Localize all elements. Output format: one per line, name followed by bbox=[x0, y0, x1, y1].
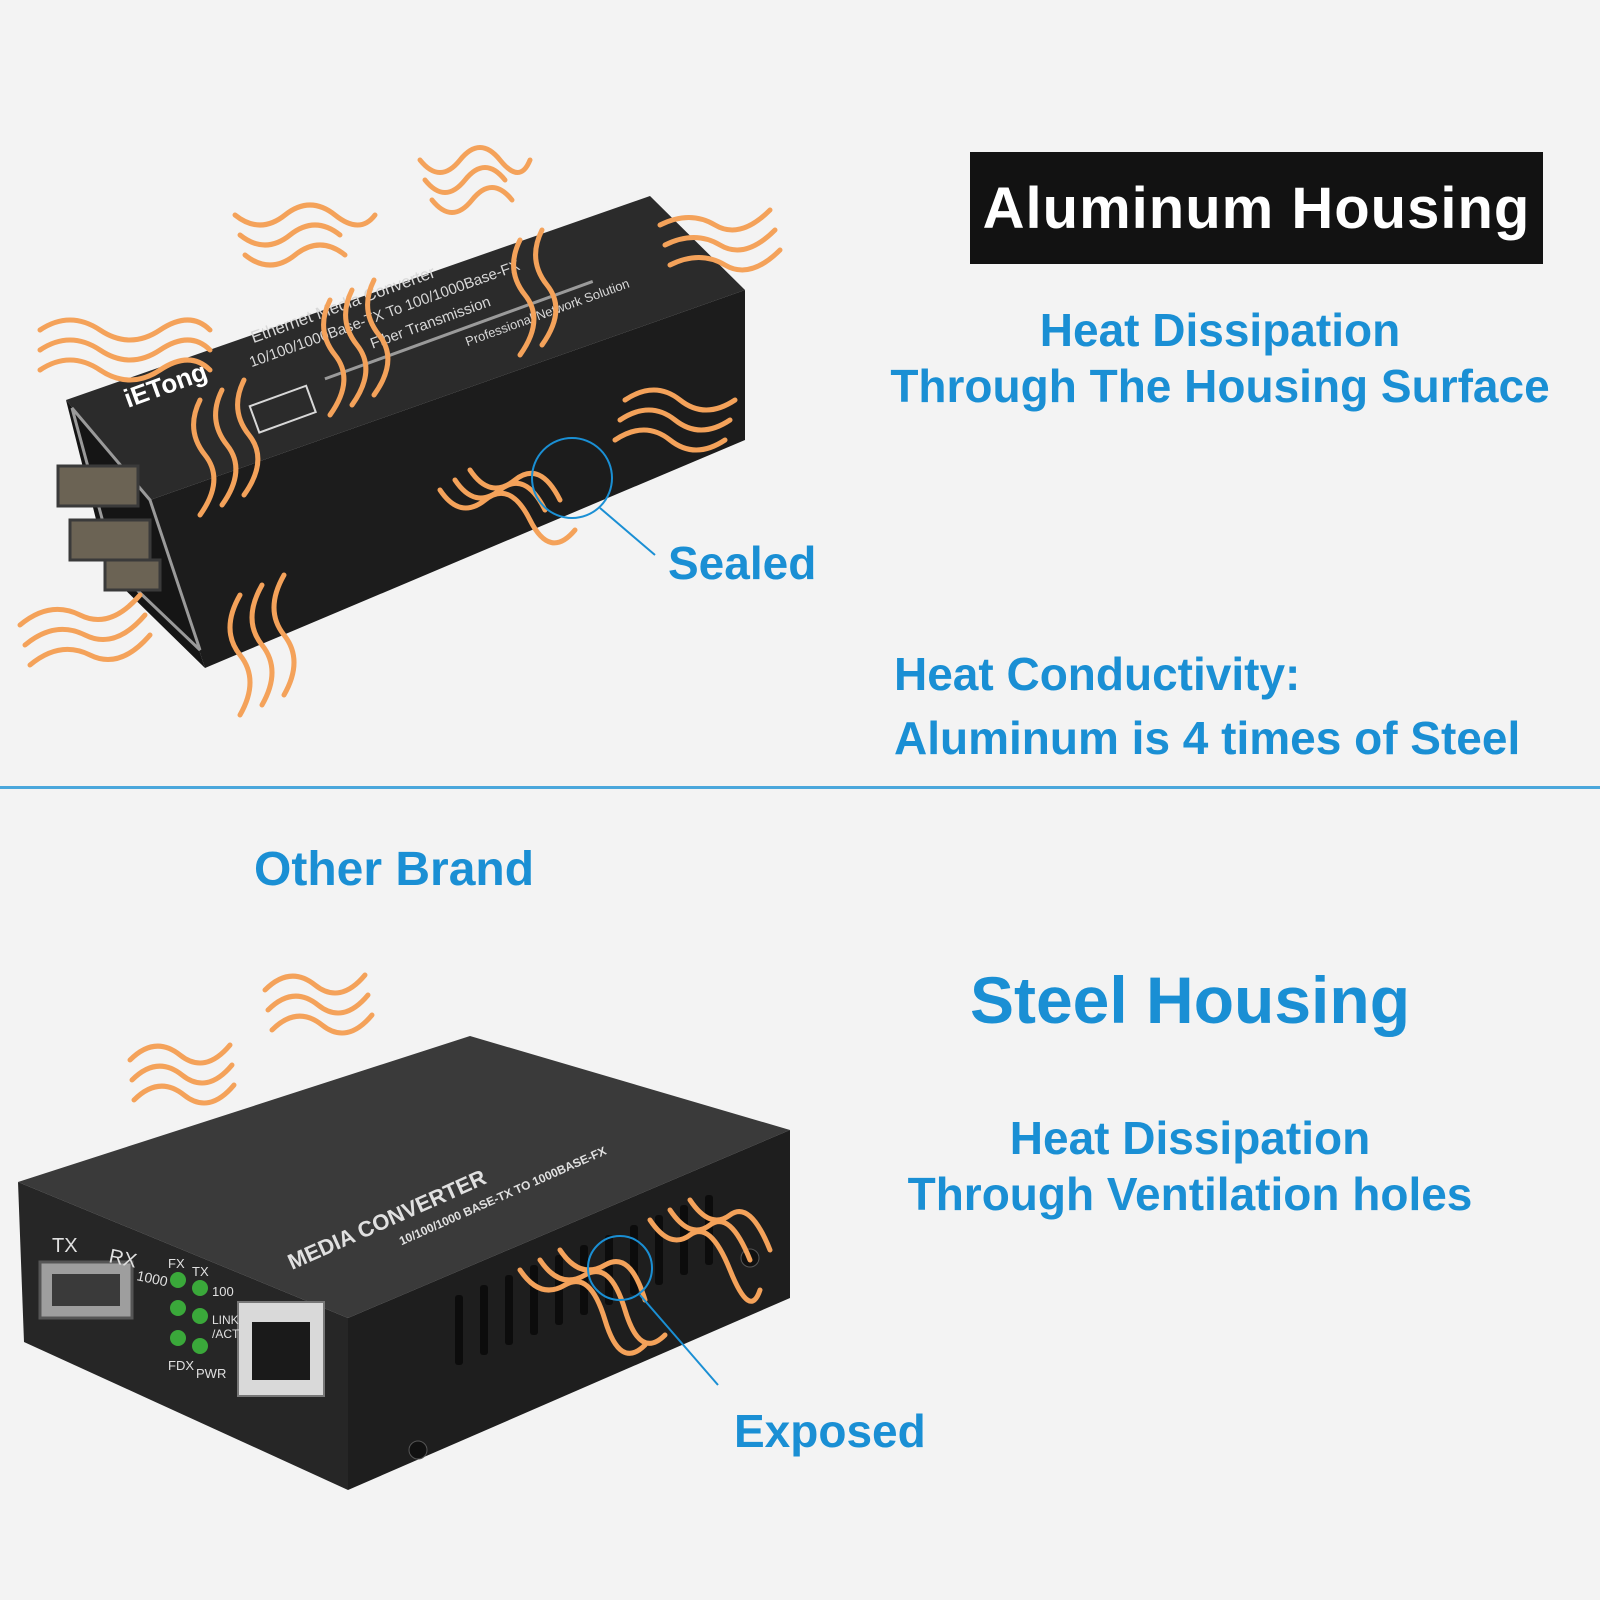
other-brand-label: Other Brand bbox=[254, 843, 535, 896]
sealed-label: Sealed bbox=[668, 537, 817, 589]
sealed-callout-line bbox=[599, 507, 656, 556]
conductivity-line1: Heat Conductivity: bbox=[894, 648, 1301, 700]
top-dissipation-text: Heat Dissipation Through The Housing Sur… bbox=[840, 302, 1600, 414]
conductivity-text: Heat Conductivity: Aluminum is 4 times o… bbox=[894, 642, 1520, 770]
s100-label: 100 bbox=[212, 1284, 234, 1299]
speed-label: 1000 bbox=[135, 1267, 169, 1289]
heat-waves-bottom bbox=[127, 972, 773, 1356]
bottom-dissipation-line1: Heat Dissipation bbox=[1009, 1112, 1371, 1164]
bottom-dissipation-line2: Through Ventilation holes bbox=[907, 1168, 1473, 1220]
top-dissipation-line1: Heat Dissipation bbox=[1039, 304, 1401, 356]
aluminum-converter-illustration: iETong Ethernet Media Converter 10/100/1… bbox=[17, 145, 783, 718]
exposed-callout-circle bbox=[587, 1235, 653, 1301]
tx-label: TX bbox=[52, 1235, 78, 1257]
tx2-label: TX bbox=[192, 1264, 209, 1279]
pwr-label: PWR bbox=[196, 1366, 226, 1381]
steel-housing-heading: Steel Housing bbox=[969, 963, 1411, 1037]
section-divider bbox=[0, 786, 1600, 789]
fx-label: FX bbox=[168, 1256, 185, 1271]
aluminum-housing-badge: Aluminum Housing bbox=[970, 152, 1543, 264]
exposed-label: Exposed bbox=[734, 1405, 926, 1457]
status-leds bbox=[170, 1272, 208, 1354]
exposed-callout-line bbox=[639, 1294, 719, 1386]
heat-waves-top bbox=[17, 145, 783, 718]
ethernet-port-icon bbox=[248, 384, 317, 434]
conductivity-line2: Aluminum is 4 times of Steel bbox=[894, 712, 1521, 764]
fdx-label: FDX bbox=[168, 1358, 194, 1373]
steel-converter-illustration: TX RX 1000 FX TX 100 LINK /ACT FDX PWR M… bbox=[18, 972, 790, 1490]
link-label: LINK bbox=[212, 1313, 239, 1327]
top-dissipation-line2: Through The Housing Surface bbox=[890, 360, 1550, 412]
act-label: /ACT bbox=[212, 1327, 240, 1341]
bottom-dissipation-text: Heat Dissipation Through Ventilation hol… bbox=[880, 1110, 1500, 1222]
sealed-callout-circle bbox=[531, 437, 613, 519]
